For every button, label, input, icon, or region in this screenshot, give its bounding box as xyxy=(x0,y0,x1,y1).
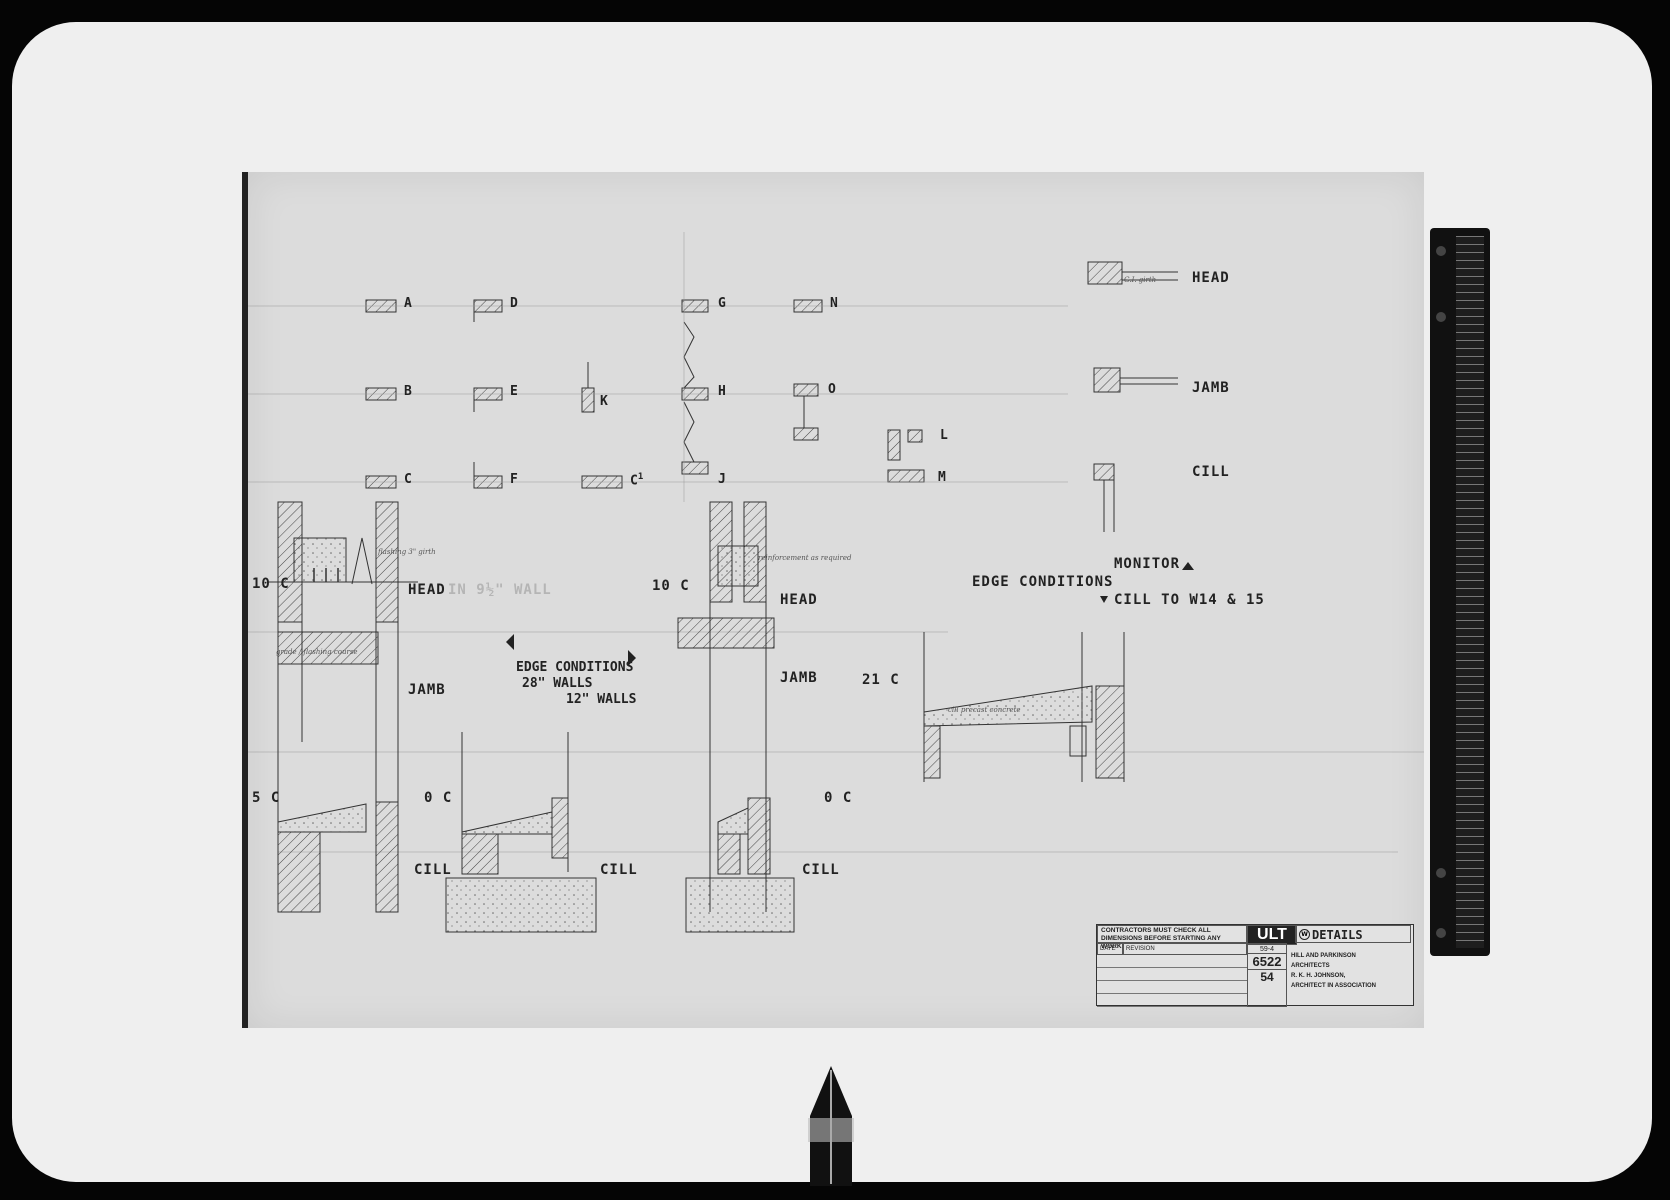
contractors-warning: CONTRACTORS MUST CHECK ALL DIMENSIONS BE… xyxy=(1097,925,1247,950)
walls-12-label: 12" WALLS xyxy=(566,692,637,707)
center-cill-label: CILL xyxy=(600,862,638,878)
window-head-label: HEAD xyxy=(1192,270,1230,286)
note-flashing: flashing 3" girth xyxy=(378,548,436,556)
elevation-h-label: H xyxy=(718,384,726,399)
right-head-label: HEAD xyxy=(780,592,818,608)
left-head-label: HEAD xyxy=(408,582,446,598)
window-jamb-label: JAMB xyxy=(1192,380,1230,396)
monitor-edge-conditions: EDGE CONDITIONS xyxy=(972,574,1114,590)
right-section-ref: 10 C xyxy=(652,578,690,594)
ruler-screw-icon xyxy=(1436,868,1446,878)
elevation-l-label: L xyxy=(940,428,948,443)
ruler-screw-icon xyxy=(1436,928,1446,938)
drawing-linework xyxy=(248,232,1424,933)
drawing-sheet: A B C D E F K C1 G H J N O L M HEAD JAMB… xyxy=(242,172,1424,1028)
elevation-f-label: F xyxy=(510,472,518,487)
elevation-d-label: D xyxy=(510,296,518,311)
elevation-g-label: G xyxy=(718,296,726,311)
center-cill-ref: 0 C xyxy=(424,790,453,806)
sheet-number: 54 xyxy=(1260,970,1274,984)
architect-name: HILL AND PARKINSON xyxy=(1291,953,1356,959)
pointer-icon xyxy=(808,1066,854,1186)
edge-conditions-title: EDGE CONDITIONS xyxy=(516,660,634,675)
elevation-b-label: B xyxy=(404,384,412,399)
note-reinforcement: reinforcement as required xyxy=(758,554,852,562)
revision-header: REVISION xyxy=(1123,943,1247,955)
scale-ruler xyxy=(1430,228,1490,956)
elevation-n-label: N xyxy=(830,296,838,311)
left-jamb-label: JAMB xyxy=(408,682,446,698)
elevation-a-label: A xyxy=(404,296,412,311)
elevation-o-label: O xyxy=(828,382,836,397)
left-cill-ref: 5 C xyxy=(252,790,281,806)
monitor-section-ref: 21 C xyxy=(862,672,900,688)
left-cill-label: CILL xyxy=(414,862,452,878)
cill-to-w14-label: CILL TO W14 & 15 xyxy=(1114,592,1265,608)
left-section-ref: 10 C xyxy=(252,576,290,592)
window-cill-label: CILL xyxy=(1192,464,1230,480)
details-title: DETAILS xyxy=(1295,925,1411,943)
elevation-m-label: M xyxy=(938,470,946,485)
title-block: CONTRACTORS MUST CHECK ALL DIMENSIONS BE… xyxy=(1096,924,1414,1007)
revision-grid xyxy=(1097,955,1247,1007)
elevation-c-label: C xyxy=(404,472,412,487)
w-circle-icon: W xyxy=(1299,929,1310,940)
elevation-k-label: K xyxy=(600,394,608,409)
note-gi-girth: G.I. girth xyxy=(1124,276,1157,284)
drawing-number: 6522 xyxy=(1248,953,1286,970)
ruler-screw-icon xyxy=(1436,312,1446,322)
monitor-label: MONITOR xyxy=(1114,556,1181,572)
walls-28-label: 28" WALLS xyxy=(522,676,593,691)
left-head-sub-label: IN 9½" WALL xyxy=(448,582,552,598)
elevation-c1-label: C1 xyxy=(630,472,644,489)
architects-block: HILL AND PARKINSON ARCHITECTS R. K. H. J… xyxy=(1285,943,1411,1005)
job-number: 59-4 xyxy=(1259,946,1274,953)
right-cill-ref: 0 C xyxy=(824,790,853,806)
note-grade: grade / flashing course xyxy=(276,648,358,656)
ult-logo: ULT xyxy=(1247,925,1297,945)
ruler-screw-icon xyxy=(1436,246,1446,256)
elevation-j-label: J xyxy=(718,472,726,487)
ruler-graduations xyxy=(1456,236,1484,948)
right-cill-label: CILL xyxy=(802,862,840,878)
edge-conditions-walls-label: EDGE CONDITIONS 28" WALLS 12" WALLS xyxy=(516,660,666,708)
architects-label: ARCHITECTS xyxy=(1291,963,1330,969)
note-cill-precast: cill precast concrete xyxy=(948,706,1021,714)
right-jamb-label: JAMB xyxy=(780,670,818,686)
elevation-e-label: E xyxy=(510,384,518,399)
association-label: ARCHITECT IN ASSOCIATION xyxy=(1291,983,1376,989)
associate-name: R. K. H. JOHNSON, xyxy=(1291,973,1346,979)
drawing-number-box: 59-4 6522 54 xyxy=(1247,943,1287,1007)
date-header: DATE xyxy=(1097,943,1123,955)
